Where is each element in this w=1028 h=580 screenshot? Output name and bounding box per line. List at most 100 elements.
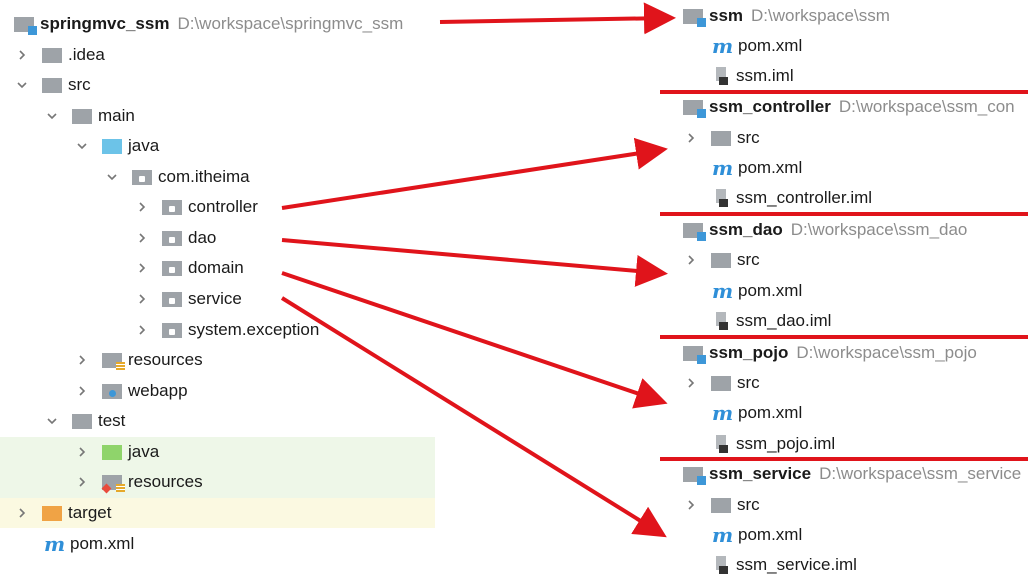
module-src[interactable]: src — [683, 368, 760, 398]
tree-label: java — [128, 136, 160, 155]
module-iml[interactable]: ssm_service.iml — [714, 550, 857, 580]
tree-item-test-java[interactable]: java — [74, 437, 159, 467]
chevron-right-icon[interactable] — [74, 352, 90, 368]
chevron-down-icon[interactable] — [44, 108, 60, 124]
module-folder-icon — [683, 99, 706, 118]
module-src[interactable]: src — [683, 245, 760, 275]
module-src[interactable]: src — [683, 123, 760, 153]
tree-item-java[interactable]: java — [74, 131, 159, 161]
module-root-ssm-dao[interactable]: ssm_dao D:\workspace\ssm_dao — [683, 215, 967, 245]
module-pom[interactable]: m pom.xml — [712, 520, 802, 550]
file-label: ssm_pojo.iml — [736, 434, 836, 453]
module-root-ssm-pojo[interactable]: ssm_pojo D:\workspace\ssm_pojo — [683, 338, 977, 368]
folder-icon — [42, 47, 62, 63]
tree-item-test[interactable]: test — [44, 406, 125, 436]
chevron-right-icon[interactable] — [683, 497, 699, 513]
chevron-right-icon[interactable] — [74, 383, 90, 399]
module-folder-icon — [683, 345, 706, 364]
module-name: ssm_dao — [709, 220, 783, 239]
module-pom[interactable]: m pom.xml — [712, 31, 802, 61]
chevron-right-icon[interactable] — [683, 375, 699, 391]
tree-item-controller[interactable]: controller — [134, 192, 258, 222]
tree-root-springmvc-ssm[interactable]: springmvc_ssm D:\workspace\springmvc_ssm — [14, 9, 403, 39]
folder-icon — [711, 252, 731, 268]
root-path: D:\workspace\springmvc_ssm — [177, 14, 404, 33]
tree-item-test-resources[interactable]: resources — [74, 467, 203, 497]
module-iml[interactable]: ssm_pojo.iml — [714, 429, 835, 459]
chevron-down-icon[interactable] — [104, 169, 120, 185]
tree-item-pom[interactable]: m pom.xml — [44, 529, 134, 559]
arrow-root-to-ssm — [439, 2, 676, 35]
module-root-ssm[interactable]: ssm D:\workspace\ssm — [683, 1, 890, 31]
tree-item-webapp[interactable]: webapp — [74, 376, 188, 406]
chevron-down-icon[interactable] — [14, 77, 30, 93]
chevron-right-icon[interactable] — [74, 444, 90, 460]
file-label: pom.xml — [738, 525, 803, 544]
tree-item-src[interactable]: src — [14, 70, 91, 100]
package-icon — [162, 230, 182, 246]
package-icon — [162, 291, 182, 307]
tree-item-target[interactable]: target — [14, 498, 111, 528]
module-src[interactable]: src — [683, 490, 760, 520]
package-icon — [162, 322, 182, 338]
chevron-down-icon[interactable] — [44, 413, 60, 429]
tree-item-service[interactable]: service — [134, 284, 242, 314]
file-label: pom.xml — [738, 281, 803, 300]
module-pom[interactable]: m pom.xml — [712, 153, 802, 183]
chevron-right-icon[interactable] — [74, 474, 90, 490]
module-pom[interactable]: m pom.xml — [712, 398, 802, 428]
chevron-right-icon[interactable] — [134, 260, 150, 276]
tree-item-dao[interactable]: dao — [134, 223, 216, 253]
tree-label: system.exception — [188, 320, 320, 339]
module-iml[interactable]: ssm.iml — [714, 61, 794, 91]
module-path: D:\workspace\ssm_con — [838, 97, 1015, 116]
tree-label: resources — [128, 350, 203, 369]
tree-item-idea[interactable]: .idea — [14, 40, 105, 70]
tree-label: com.itheima — [158, 167, 250, 186]
chevron-right-icon[interactable] — [134, 199, 150, 215]
folder-icon — [711, 130, 731, 146]
tree-item-system-exception[interactable]: system.exception — [134, 315, 319, 345]
tree-item-domain[interactable]: domain — [134, 253, 244, 283]
tree-item-resources[interactable]: resources — [74, 345, 203, 375]
separator-bar — [660, 457, 1028, 461]
iml-file-icon — [714, 435, 728, 453]
module-iml[interactable]: ssm_dao.iml — [714, 306, 831, 336]
module-name: ssm_pojo — [709, 343, 789, 362]
iml-file-icon — [714, 556, 728, 574]
module-root-ssm-controller[interactable]: ssm_controller D:\workspace\ssm_con — [683, 92, 1015, 122]
chevron-right-icon[interactable] — [134, 230, 150, 246]
tree-item-main[interactable]: main — [44, 101, 135, 131]
separator-bar — [660, 90, 1028, 94]
module-root-ssm-service[interactable]: ssm_service D:\workspace\ssm_service — [683, 459, 1021, 489]
chevron-right-icon[interactable] — [134, 291, 150, 307]
package-icon — [162, 260, 182, 276]
tree-label: domain — [188, 258, 244, 277]
tree-label: resources — [128, 472, 203, 491]
maven-icon: m — [712, 156, 734, 180]
chevron-down-icon[interactable] — [74, 138, 90, 154]
file-label: src — [737, 495, 760, 514]
chevron-right-icon[interactable] — [683, 130, 699, 146]
module-pom[interactable]: m pom.xml — [712, 276, 802, 306]
folder-icon — [711, 375, 731, 391]
maven-icon: m — [712, 523, 734, 547]
iml-file-icon — [714, 67, 728, 85]
chevron-right-icon[interactable] — [134, 322, 150, 338]
folder-icon — [711, 497, 731, 513]
file-label: ssm_controller.iml — [736, 188, 873, 207]
maven-icon: m — [712, 34, 734, 58]
chevron-right-icon[interactable] — [14, 47, 30, 63]
module-iml[interactable]: ssm_controller.iml — [714, 183, 872, 213]
tree-item-com-itheima[interactable]: com.itheima — [104, 162, 250, 192]
maven-icon: m — [712, 401, 734, 425]
arrow-domain-to-ssm-pojo — [281, 271, 668, 409]
test-folder-icon — [102, 444, 122, 460]
tree-label: test — [98, 411, 126, 430]
tree-label: pom.xml — [70, 534, 135, 553]
tree-label: controller — [188, 197, 258, 216]
tree-label: target — [68, 503, 112, 522]
chevron-right-icon[interactable] — [683, 252, 699, 268]
test-selection-band — [0, 437, 435, 498]
chevron-right-icon[interactable] — [14, 505, 30, 521]
